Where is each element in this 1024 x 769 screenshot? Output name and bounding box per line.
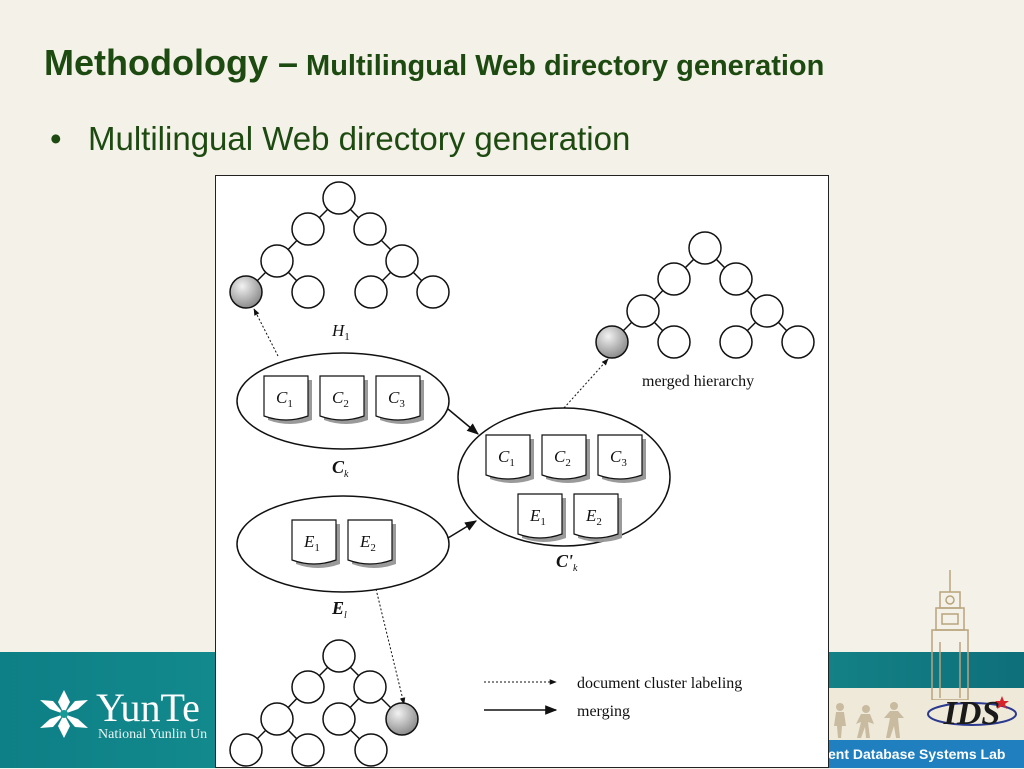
document-icon: E1 bbox=[517, 493, 566, 542]
document-label: C2 bbox=[332, 388, 349, 410]
cluster-ck-documents: C1 C2 C3 bbox=[263, 375, 424, 424]
lab-name-bar: ent Database Systems Lab bbox=[820, 740, 1024, 768]
document-label: C2 bbox=[554, 447, 571, 469]
document-icon: C3 bbox=[375, 375, 424, 424]
bullet-item: • Multilingual Web directory generation bbox=[50, 120, 630, 158]
ck-label: Ck bbox=[332, 457, 349, 480]
tree-node bbox=[291, 212, 325, 246]
tree-node-highlighted bbox=[229, 275, 263, 309]
ckp-label: C'k bbox=[556, 551, 578, 574]
document-icon: E1 bbox=[291, 519, 340, 568]
h1-label: H1 bbox=[331, 321, 350, 343]
university-logo-text: YunTe bbox=[96, 685, 200, 730]
tree-node bbox=[229, 733, 263, 767]
tree-node bbox=[750, 294, 784, 328]
merging-arrow-el bbox=[447, 520, 478, 539]
tree-node bbox=[657, 262, 691, 296]
tree-node bbox=[688, 231, 722, 265]
snowflake-logo-icon bbox=[40, 690, 88, 738]
clock-tower-icon bbox=[931, 570, 969, 700]
tree-node bbox=[416, 275, 450, 309]
document-label: C3 bbox=[610, 447, 627, 469]
document-label: E2 bbox=[359, 532, 376, 554]
tree-node bbox=[626, 294, 660, 328]
tree-node bbox=[657, 325, 691, 359]
tree-node bbox=[260, 244, 294, 278]
tree-node bbox=[719, 262, 753, 296]
legend-labeling-text: document cluster labeling bbox=[577, 675, 742, 692]
tree-node bbox=[385, 244, 419, 278]
tree-h1 bbox=[229, 181, 450, 309]
cluster-el-documents: E1 E2 bbox=[291, 519, 396, 568]
merging-arrow-ck bbox=[447, 408, 479, 435]
document-icon: C1 bbox=[263, 375, 312, 424]
tree-node bbox=[322, 639, 356, 673]
tree-node bbox=[291, 733, 325, 767]
tree-node bbox=[354, 733, 388, 767]
tree-node bbox=[781, 325, 815, 359]
tree-node bbox=[353, 212, 387, 246]
document-label: C1 bbox=[276, 388, 293, 410]
tree-bottom bbox=[229, 639, 419, 767]
tree-node bbox=[354, 275, 388, 309]
slide-title-sub: Multilingual Web directory generation bbox=[298, 50, 825, 82]
bullet-dot-icon: • bbox=[50, 120, 62, 157]
document-icon: C3 bbox=[597, 434, 646, 483]
labeling-arrow-merged bbox=[563, 358, 609, 409]
tree-merged bbox=[595, 231, 815, 359]
cluster-el-ellipse bbox=[236, 495, 450, 593]
tree-node bbox=[322, 181, 356, 215]
document-icon: E2 bbox=[573, 493, 622, 542]
document-icon: E2 bbox=[347, 519, 396, 568]
merged-hierarchy-label: merged hierarchy bbox=[642, 373, 754, 390]
document-label: E2 bbox=[585, 506, 602, 528]
tree-node bbox=[260, 702, 294, 736]
tree-node-highlighted bbox=[595, 325, 629, 359]
university-logo-subtitle: National Yunlin Un bbox=[98, 727, 208, 742]
el-label: El bbox=[331, 598, 347, 621]
document-label: C1 bbox=[498, 447, 515, 469]
tree-node-highlighted bbox=[385, 702, 419, 736]
document-icon: C2 bbox=[319, 375, 368, 424]
document-icon: C1 bbox=[485, 434, 534, 483]
document-label: E1 bbox=[529, 506, 546, 528]
tree-node bbox=[322, 702, 356, 736]
slide-title: Methodology – Multilingual Web directory… bbox=[44, 42, 824, 84]
legend-merging-text: merging bbox=[577, 703, 630, 720]
document-label: E1 bbox=[303, 532, 320, 554]
ids-logo: IDS bbox=[927, 695, 1017, 732]
legend: document cluster labeling merging bbox=[484, 675, 742, 720]
labeling-arrow-h1 bbox=[253, 308, 279, 357]
tree-node bbox=[291, 275, 325, 309]
tree-node bbox=[353, 670, 387, 704]
tree-node bbox=[719, 325, 753, 359]
people-silhouettes-icon bbox=[834, 702, 904, 738]
bullet-text: Multilingual Web directory generation bbox=[88, 120, 631, 157]
slide-title-main: Methodology – bbox=[44, 42, 298, 83]
ids-logo-text: IDS bbox=[943, 695, 1001, 732]
document-label: C3 bbox=[388, 388, 405, 410]
tree-node bbox=[291, 670, 325, 704]
document-icon: C2 bbox=[541, 434, 590, 483]
